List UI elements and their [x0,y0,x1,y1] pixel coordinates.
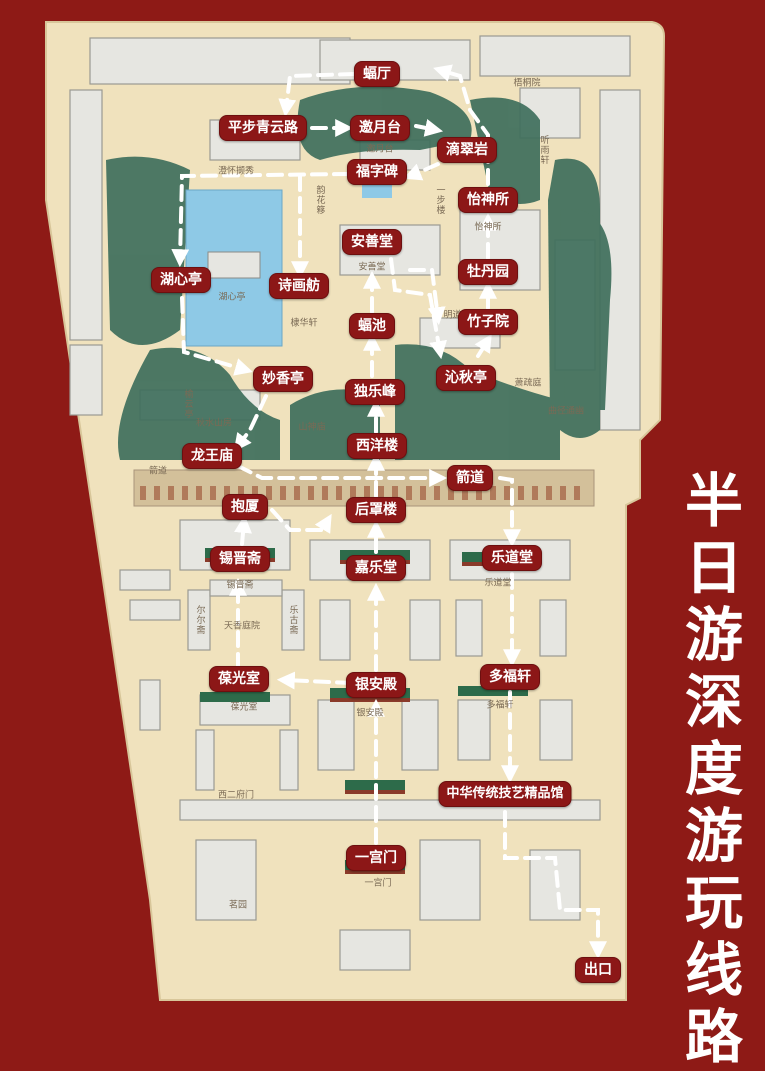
stop-di-cui-yan[interactable]: 滴翠岩 [437,137,497,163]
page-title: 半 日 游 深 度 游 玩 线 路 [678,468,750,1071]
stop-bao-sha[interactable]: 抱厦 [222,494,268,520]
stop-ping-bu-qing-yun-lu[interactable]: 平步青云路 [219,115,307,141]
map-label: 棣华轩 [290,318,318,329]
map-label: 萧疏庭 [514,378,542,389]
stop-xi-yang-lou[interactable]: 西洋楼 [347,433,407,459]
stop-duo-fu-xuan[interactable]: 多福轩 [480,664,540,690]
stop-du-le-feng[interactable]: 独乐峰 [345,379,405,405]
stop-fu-zi-bei[interactable]: 福字碑 [347,159,407,185]
map-label: 乐古斋 [287,605,298,635]
stop-bao-guang-shi[interactable]: 葆光室 [209,666,269,692]
lake-pavilion [207,251,261,279]
title-char: 度 [684,735,743,803]
stop-jia-le-tang[interactable]: 嘉乐堂 [346,555,406,581]
map-label: 锡晋斋 [226,580,254,591]
map-label: 茗园 [228,900,248,911]
stop-hu-xin-ting[interactable]: 湖心亭 [151,267,211,293]
title-char: 半 [684,467,743,535]
map-label: 听雨轩 [538,135,549,165]
map-label: 乐道堂 [484,578,512,589]
map-label: 天香庭院 [223,621,261,632]
stop-jian-dao[interactable]: 箭道 [447,465,493,491]
stop-yao-yue-tai[interactable]: 邀月台 [350,115,410,141]
map-label: 银安殿 [356,708,384,719]
map-label: 怡神所 [474,222,502,233]
map-label: 韵花簃 [314,185,325,215]
map-label: 明道斋 [443,310,471,321]
title-char: 游 [684,601,743,669]
greenery [106,86,612,460]
map-label: 葆光室 [230,702,258,713]
stop-yi-shen-suo[interactable]: 怡神所 [458,187,518,213]
tour-route [171,64,607,960]
map-label: 一宫门 [364,878,392,889]
map-label: 澄怀撷秀 [217,166,255,177]
map-label: 秋水山房 [195,418,233,429]
stop-mu-dan-yuan[interactable]: 牡丹园 [458,259,518,285]
map-label: 邀月台 [366,144,394,155]
stop-hou-zhao-lou[interactable]: 后罩楼 [346,497,406,523]
stop-exit[interactable]: 出口 [575,957,621,983]
stop-bian-chi[interactable]: 蝠池 [349,313,395,339]
stop-miao-xiang-ting[interactable]: 妙香亭 [253,366,313,392]
stop-yin-an-dian[interactable]: 银安殿 [346,672,406,698]
title-char: 游 [684,802,743,870]
stop-yi-gong-men[interactable]: 一宫门 [346,845,406,871]
stop-shi-hua-fang[interactable]: 诗画舫 [269,273,329,299]
stop-qin-qiu-ting[interactable]: 沁秋亭 [436,365,496,391]
stop-an-shan-tang[interactable]: 安善堂 [342,229,402,255]
map-label: 西二府门 [217,790,255,801]
map-label: 多福轩 [486,700,514,711]
title-char: 路 [684,1003,743,1071]
stop-long-wang-miao[interactable]: 龙王庙 [182,443,242,469]
stop-xi-jin-zhai[interactable]: 锡晋斋 [210,546,270,572]
map-label: 梧桐院 [513,78,541,89]
stop-zhu-zi-yuan[interactable]: 竹子院 [458,309,518,335]
stop-museum[interactable]: 中华传统技艺精品馆 [438,781,572,807]
stop-fu-ting[interactable]: 蝠厅 [354,61,400,87]
title-char: 玩 [684,869,743,937]
map-label: 山神庙 [298,422,326,433]
map-label: 湖心亭 [218,292,246,303]
title-char: 深 [684,668,743,736]
map-label: 曲径通幽 [547,406,585,417]
title-char: 线 [684,936,743,1004]
title-char: 日 [684,534,743,602]
map-label: 一步楼 [434,185,445,215]
stop-le-dao-tang[interactable]: 乐道堂 [482,545,542,571]
map-label: 榆云亭 [182,389,193,419]
map-label: 箭道 [148,466,168,477]
map-label: 尔尔斋 [194,605,205,635]
map-label: 安善堂 [358,262,386,273]
